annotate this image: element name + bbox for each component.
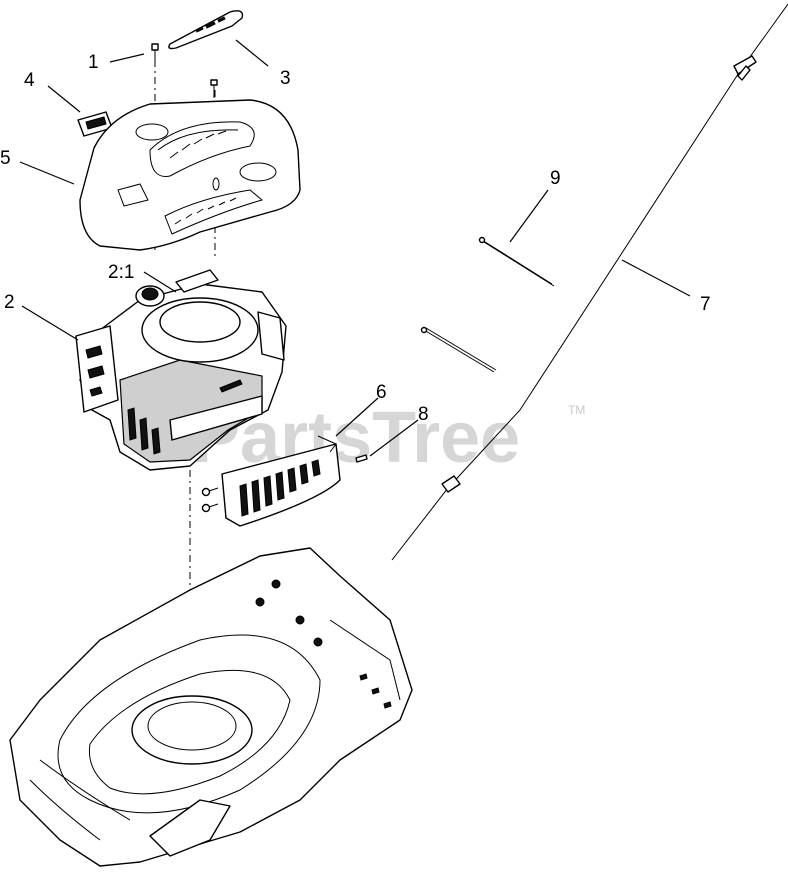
leader-4 — [47, 85, 81, 113]
part-decal — [168, 10, 244, 50]
leader-9 — [509, 189, 549, 243]
callout-2: 2 — [4, 292, 15, 313]
leader-6 — [335, 397, 379, 437]
part-rods — [420, 236, 555, 373]
leader-7 — [621, 259, 691, 297]
part-mower-deck — [9, 547, 413, 867]
part-emblem — [77, 111, 113, 137]
callout-9: 9 — [550, 168, 561, 189]
leader-3 — [235, 39, 269, 67]
callout-6: 6 — [376, 382, 387, 403]
callout-8: 8 — [418, 404, 429, 425]
part-engine — [75, 269, 287, 471]
part-cable — [391, 3, 788, 561]
rod-lower — [423, 329, 495, 373]
leader-8 — [369, 419, 419, 457]
callout-1: 1 — [88, 52, 99, 73]
leader-2-1 — [143, 271, 177, 293]
callout-3: 3 — [280, 68, 291, 89]
leader-5 — [19, 161, 75, 185]
leader-1 — [109, 53, 145, 63]
rod-upper — [481, 239, 553, 285]
part-guard — [221, 435, 341, 527]
callout-2-1: 2:1 — [108, 262, 134, 283]
part-screw — [151, 43, 159, 64]
leader-2 — [21, 305, 79, 341]
watermark-trademark: TM — [568, 403, 585, 417]
callout-4: 4 — [24, 70, 35, 91]
part-bolts — [201, 454, 368, 513]
callout-7: 7 — [700, 294, 711, 315]
part-engine-shroud — [79, 79, 301, 251]
callout-5: 5 — [0, 148, 11, 169]
